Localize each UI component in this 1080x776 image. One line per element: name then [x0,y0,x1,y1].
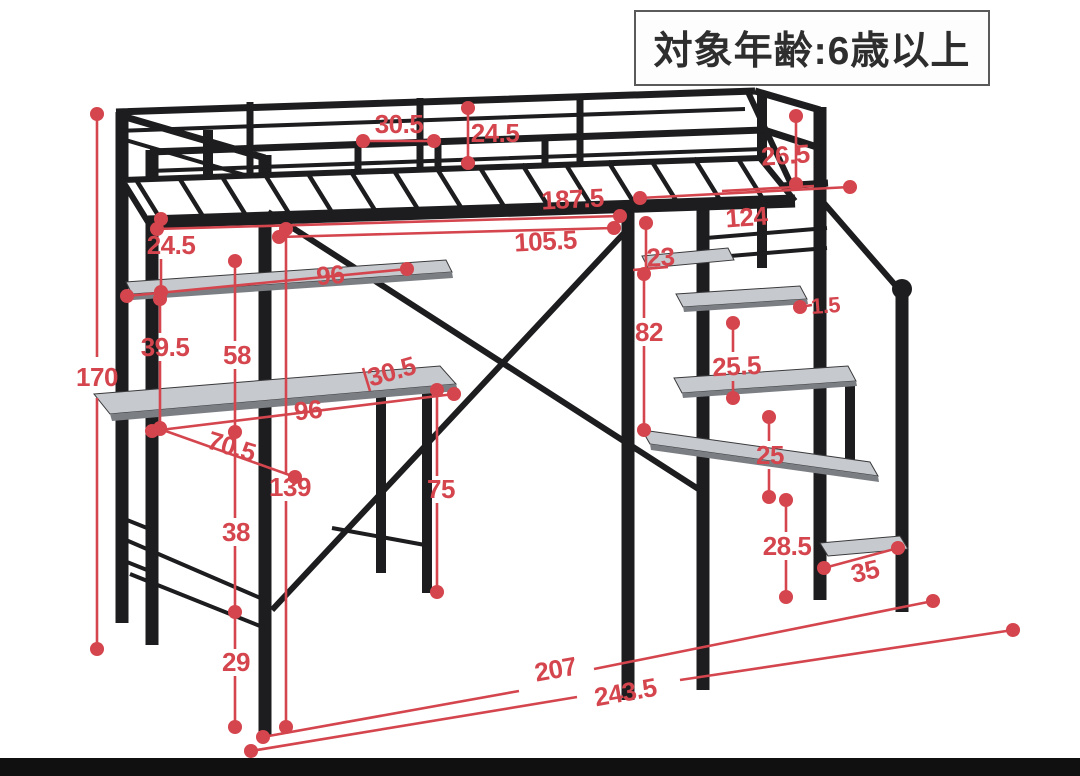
dim-under-bed-width: 105.5 [271,220,622,258]
bottom-step [819,535,909,557]
dim-label: 139 [269,472,311,502]
dim-label: 30.5 [375,109,424,139]
dimensions: 30.5 24.5 26.5 187.5 124 105.5 24.5 [76,100,1021,759]
dim-shelf-thickness: 1.5 [792,292,841,319]
dim-label: 29 [222,647,250,677]
dim-label: 170 [76,362,118,392]
dim-label: 58 [223,340,251,370]
dim-step-depth: 35 [816,540,906,589]
dim-label: 70.5 [204,425,259,468]
dim-label: 124 [724,201,769,234]
dim-label: 96 [293,394,324,427]
bottom-bar [0,758,1080,776]
dim-label: 82 [635,317,663,347]
cross-braces [266,90,899,613]
dim-bed-to-desk-left: 58 [223,253,251,430]
dim-label: 187.5 [540,182,604,215]
dim-label: 24.5 [471,118,520,148]
dim-label: 25 [756,440,784,470]
dim-label: 23 [646,241,675,272]
dim-label: 38 [222,517,250,547]
dim-total-height: 170 [76,106,118,657]
age-notice-box: 対象年齢:6歳以上 [634,10,990,86]
dim-label: 39.5 [141,332,190,362]
post-finial [892,279,912,299]
dim-label: 105.5 [513,224,577,257]
dim-label: 96 [315,259,345,291]
dim-label: 35 [848,553,882,589]
dim-desk-height: 75 [427,382,455,600]
dim-upper-shelf-width: 96 [119,259,415,304]
dim-label: 243.5 [592,672,659,712]
age-notice-text: 対象年齢:6歳以上 [653,30,971,73]
deck-slats [133,155,765,222]
dim-top-rail-opening: 30.5 [355,109,442,149]
dim-label: 207 [532,651,578,688]
dim-label: 25.5 [711,350,761,383]
dim-shelf-gap-middle: 25 [756,409,784,505]
dim-right-shelf-span: 82 [635,266,663,438]
dim-guard-rail-height: 24.5 [460,100,520,171]
dim-under-bed-clearance: 139 [269,221,311,735]
dim-frame-length: 207 [255,593,941,745]
dim-label: 24.5 [147,230,196,260]
dim-base-rail-height: 29 [222,614,250,735]
dim-lower-rail-gap: 38 [222,424,250,620]
dim-label: 26.5 [760,138,811,171]
dim-label: 1.5 [810,292,841,319]
dim-shelf-gap-upper: 25.5 [711,315,762,406]
frame-mid-rails [115,107,828,630]
dim-shelf-gap-lower: 28.5 [763,492,812,605]
dim-label: 75 [427,474,455,504]
dim-desk-total-depth: 70.5 [152,421,303,485]
dim-stair-section-width: 124 [632,179,858,234]
dim-deck-to-shelf-gap: 23 [632,215,675,273]
dim-label: 28.5 [763,531,812,561]
